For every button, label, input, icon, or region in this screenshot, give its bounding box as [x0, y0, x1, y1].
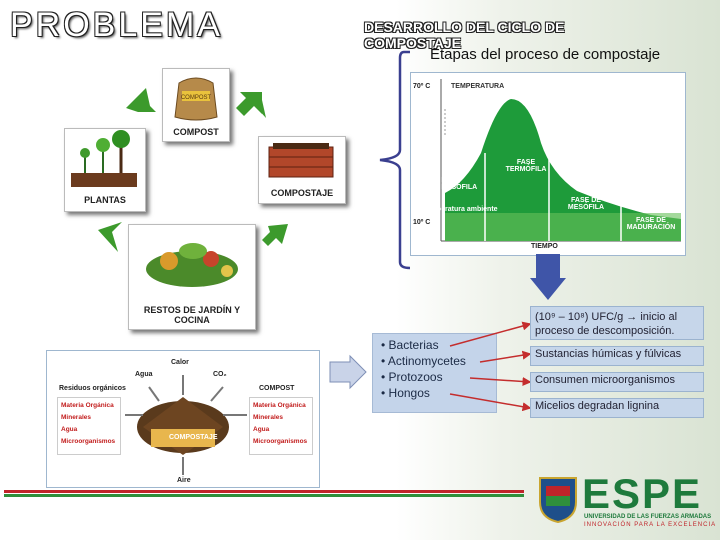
organism-item: • Hongos: [381, 386, 430, 400]
page-title: PROBLEMA: [10, 6, 223, 44]
output-item: Microorganismos: [253, 438, 308, 445]
shield-logo-icon: [539, 477, 577, 524]
temperature-axis-label: TEMPERATURA: [451, 83, 505, 90]
arrow-down-left-icon: [98, 222, 122, 252]
bottom-red-bar: [4, 490, 524, 493]
restos-label: RESTOS DE JARDÍN Y COCINA: [143, 305, 241, 325]
output-item: Materia Orgánica: [253, 402, 306, 409]
organism-label: Hongos: [388, 386, 430, 400]
input-item: Minerales: [61, 414, 91, 421]
bottom-green-bar: [4, 494, 524, 497]
espe-logo-text: ESPE: [582, 470, 703, 517]
x-axis-label: TIEMPO: [531, 243, 558, 250]
organism-item: • Bacterias: [381, 338, 439, 352]
input-item: Agua: [61, 426, 78, 433]
temperature-chart: 70º C TEMPERATURA 10º C Temperatura ambi…: [410, 72, 686, 256]
inputs-box: Materia Orgánica Minerales Agua Microorg…: [57, 397, 121, 455]
output-item: Minerales: [253, 414, 283, 421]
garden-waste-icon: [146, 243, 238, 287]
compost-label: COMPOST: [173, 127, 219, 137]
process-diagram-svg: [125, 375, 247, 475]
sack-label: COMPOST: [181, 95, 212, 101]
plants-icon: [71, 130, 137, 187]
arrow-up-right-icon: [262, 224, 288, 246]
organism-item: • Actinomycetes: [381, 354, 466, 368]
organism-label: Protozoos: [388, 370, 443, 384]
co2-label: CO₂: [213, 371, 227, 378]
info-box-3: Consumen microorganismos: [530, 372, 704, 392]
input-item: Materia Orgánica: [61, 402, 114, 409]
compost-bin-icon: [268, 143, 334, 178]
phase-thermophilic: FASE TERMÓFILA: [505, 159, 547, 173]
outputs-box: Materia Orgánica Minerales Agua Microorg…: [249, 397, 313, 455]
organism-label: Bacterias: [388, 338, 439, 352]
compost-sack-icon: COMPOST: [174, 77, 218, 121]
arrow-down-icon: [530, 254, 566, 300]
logo-line2: INNOVACIÓN PARA LA EXCELENCIA: [584, 522, 717, 528]
y-bottom-label: 10º C: [413, 219, 431, 226]
compostaje-card: COMPOSTAJE: [258, 136, 346, 204]
aire-label: Aire: [177, 477, 191, 484]
arrow-up-left-icon: [126, 88, 156, 112]
plantas-card: PLANTAS: [64, 128, 146, 212]
stages-title: Etapas del proceso de compostaje: [430, 46, 661, 63]
y-top-label: 70º C: [413, 83, 431, 90]
compost-output-label: COMPOST: [259, 385, 295, 392]
calor-label: Calor: [171, 359, 189, 366]
output-item: Agua: [253, 426, 270, 433]
phase-mesophilic: FASE MESÓFILA: [441, 177, 478, 191]
organisms-list: • Bacterias • Actinomycetes • Protozoos …: [372, 333, 497, 413]
logo-line1: UNIVERSIDAD DE LAS FUERZAS ARMADAS: [584, 514, 712, 520]
process-diagram: Calor Agua CO₂ Residuos orgánicos COMPOS…: [46, 350, 320, 488]
connector-arrows: [449, 321, 532, 412]
compostaje-center-label: COMPOSTAJE: [169, 434, 218, 441]
info-box-2: Sustancias húmicas y fúlvicas: [530, 346, 704, 366]
arrow-up-right-top-icon: [236, 92, 262, 116]
restos-card: RESTOS DE JARDÍN Y COCINA: [128, 224, 256, 330]
bracket-icon: [379, 50, 411, 270]
compost-card: COMPOST COMPOST: [162, 68, 230, 142]
cycle-title: DESARROLLO DEL CICLO DE COMPOSTAJE: [364, 19, 565, 51]
info-box-1: (10⁹ – 10⁸) UFC/g → inicio al proceso de…: [530, 306, 704, 340]
organism-label: Actinomycetes: [387, 354, 466, 368]
temperature-chart-svg: [440, 79, 681, 242]
info-box-4: Micelios degradan lignina: [530, 398, 704, 418]
ambient-label: Temperatura ambiente: [423, 206, 498, 213]
organism-item: • Protozoos: [381, 370, 443, 384]
agua-label: Agua: [135, 371, 153, 378]
phase-mesophilic-2: FASE DE MESÓFILA: [567, 197, 605, 211]
plantas-label: PLANTAS: [84, 195, 126, 205]
compostaje-label: COMPOSTAJE: [270, 188, 334, 198]
input-item: Microorganismos: [61, 438, 116, 445]
residuos-label: Residuos orgánicos: [59, 385, 126, 392]
cycle-arrows: [98, 88, 288, 252]
arrow-right-icon: [329, 354, 367, 390]
phase-maturation: FASE DE MADURACIÓN: [626, 217, 676, 231]
